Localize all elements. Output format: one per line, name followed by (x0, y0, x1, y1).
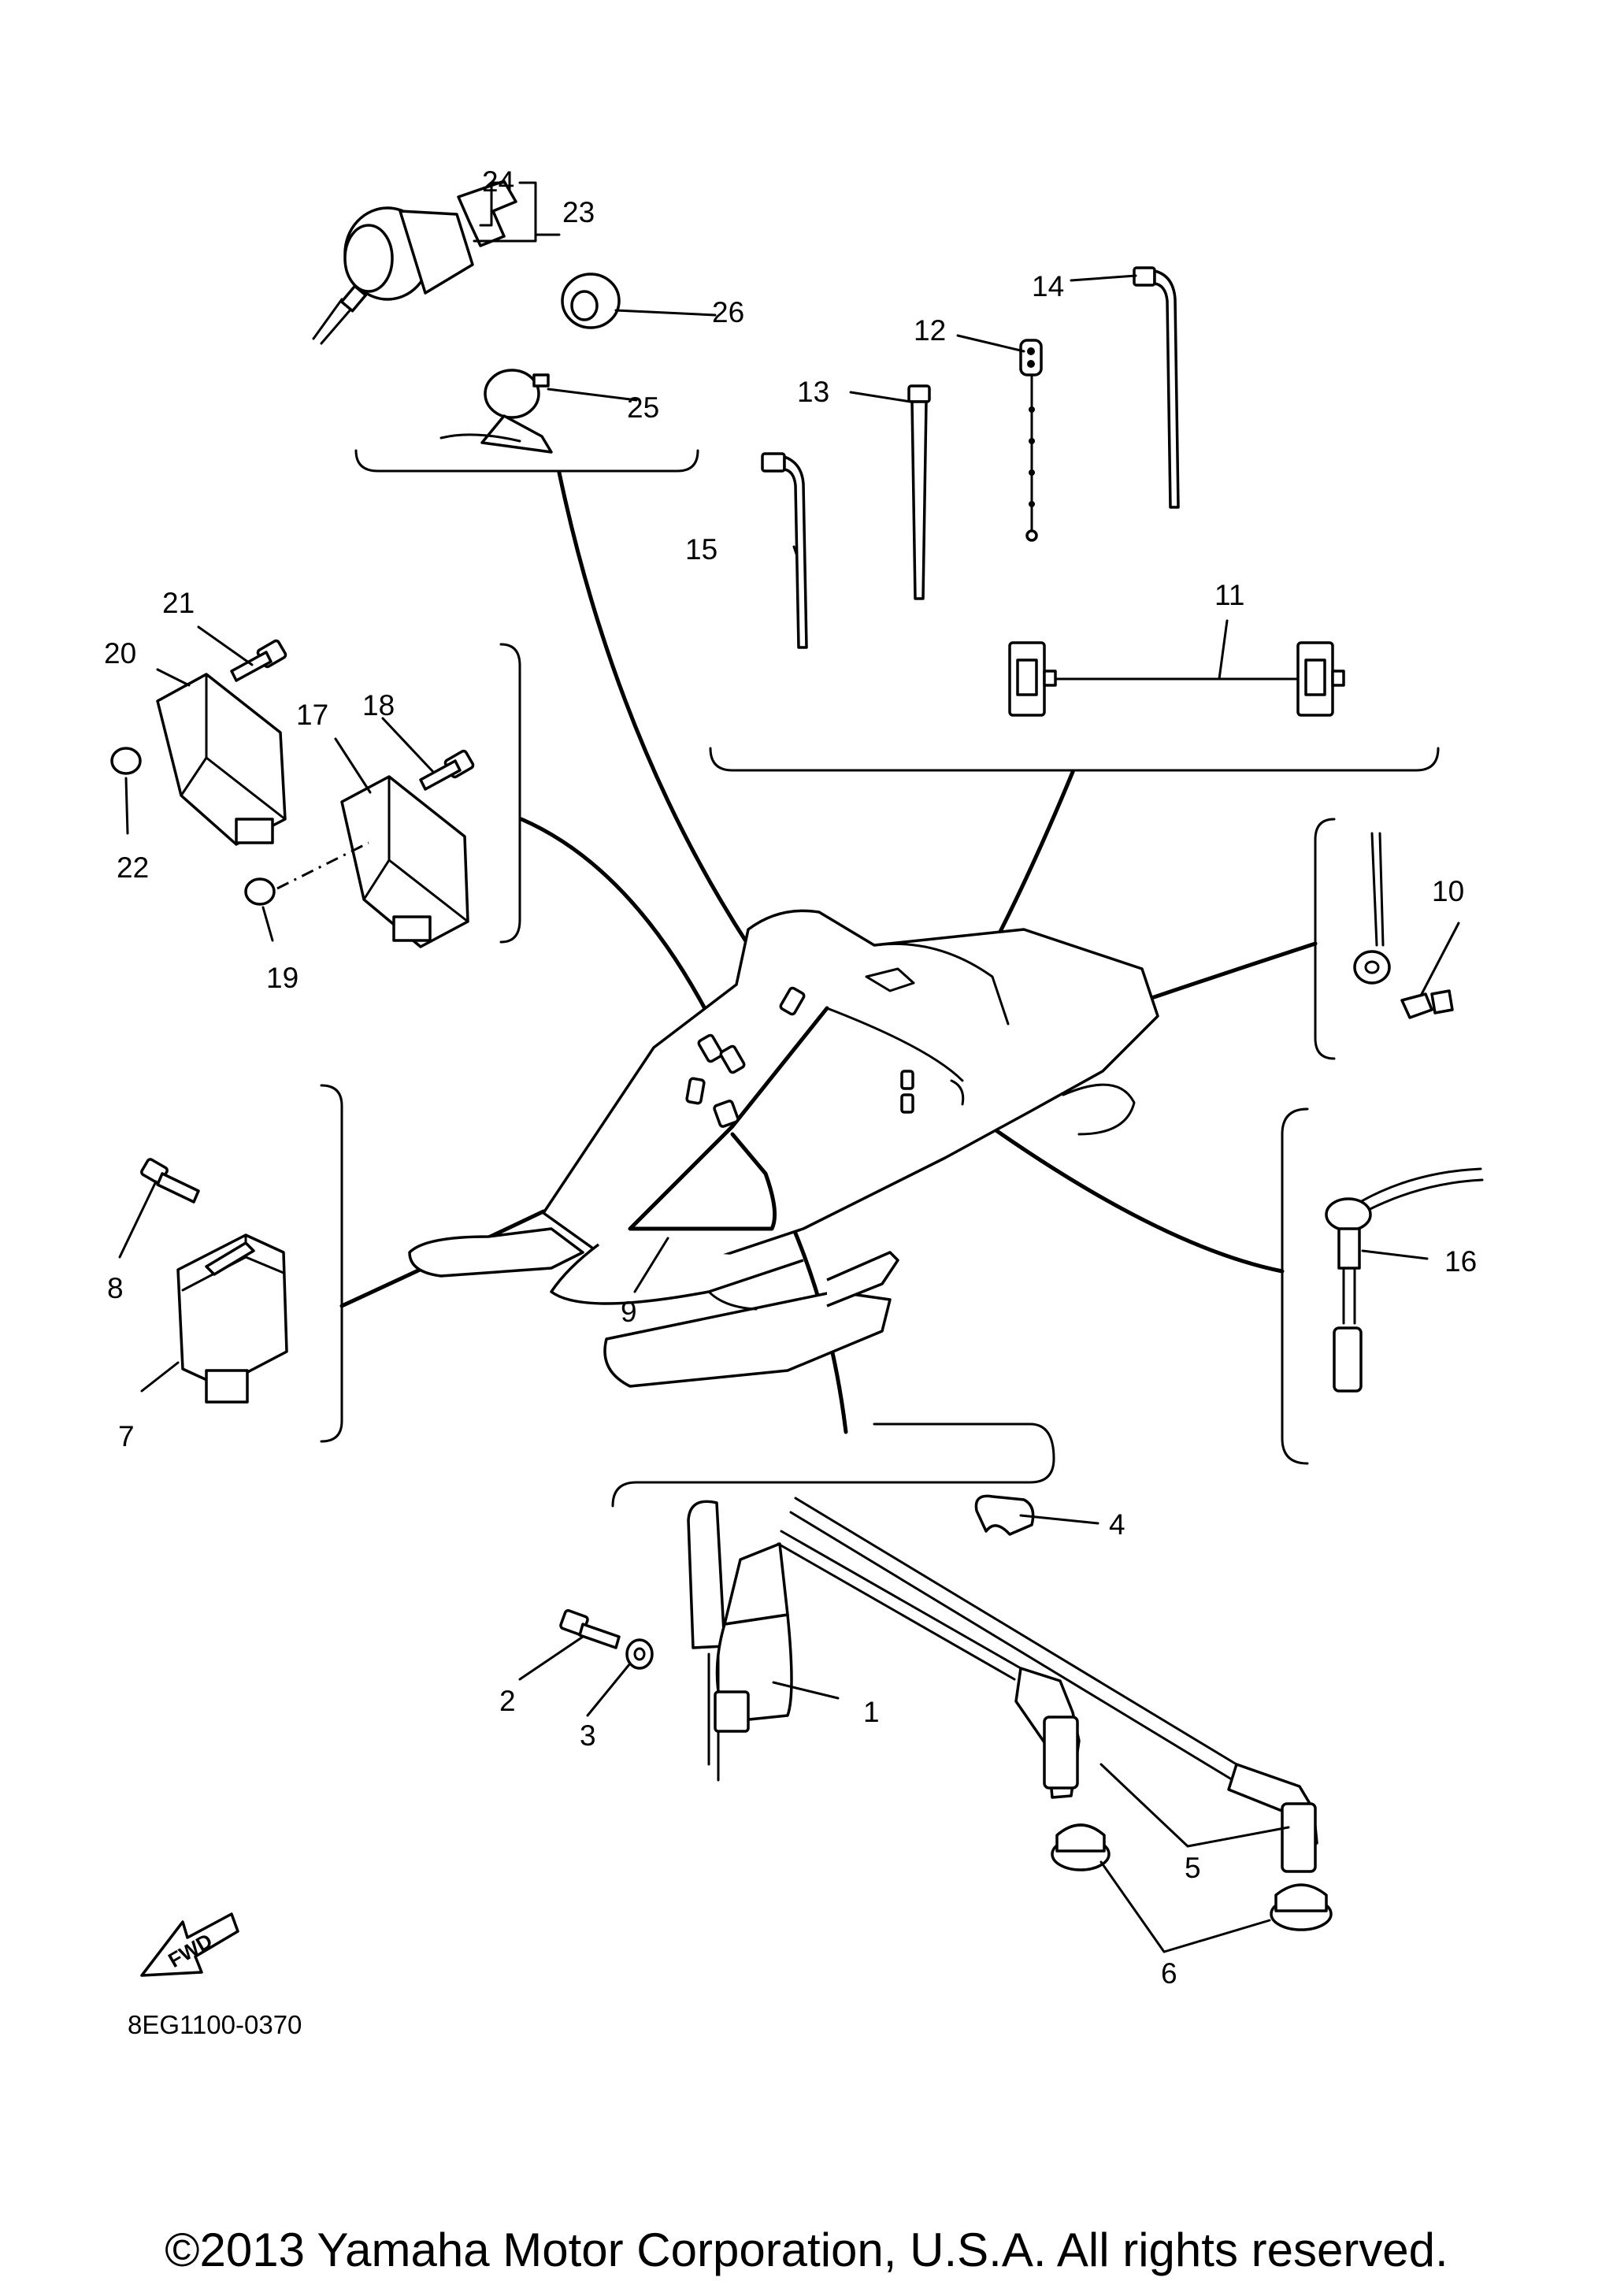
callout-1: 1 (863, 1696, 880, 1728)
callout-11: 11 (1214, 579, 1244, 611)
relay-part (176, 1233, 288, 1404)
ignition-coil-part (687, 1500, 793, 1782)
callout-25: 25 (627, 391, 659, 424)
callout-6: 6 (1161, 1957, 1177, 1990)
callout-12: 12 (914, 314, 946, 347)
group-bracket-cdi-units (499, 643, 521, 944)
switch-collar-part (561, 273, 621, 329)
callout-15: 15 (685, 533, 718, 566)
group-bracket-ground-lead (1314, 818, 1336, 1060)
callout-21: 21 (162, 587, 195, 619)
switch-knob-part (439, 369, 553, 454)
group-bracket-cable-ties (709, 747, 1440, 772)
sensor-part (1325, 1167, 1484, 1393)
drawing-code: 8EG1100-0370 (128, 2010, 302, 2039)
clamp-part (1019, 339, 1043, 542)
group-bracket-ignition-coil (611, 1457, 1055, 1508)
callout-4: 4 (1109, 1508, 1125, 1541)
callout-labels: 24 23 26 25 14 12 13 15 11 21 20 18 17 2… (104, 165, 1477, 1990)
plug-cap-part-5 (777, 1497, 1318, 1873)
callout-19: 19 (266, 962, 298, 994)
callout-10: 10 (1432, 875, 1464, 907)
plug-cap-cover-part-6 (1051, 1823, 1333, 1931)
group-bracket-sensor (1281, 1107, 1309, 1465)
ground-lead-part (1353, 832, 1454, 1019)
cdi-unit-part-20 (156, 673, 287, 846)
callout-16: 16 (1444, 1245, 1477, 1278)
nut-part-19 (244, 877, 276, 906)
key-part (457, 180, 517, 247)
group-bracket-ignition-switch (354, 449, 699, 473)
group-bracket-relay (320, 1084, 343, 1443)
callout-leaders (118, 181, 1460, 1953)
cable-tie-part-15 (761, 452, 808, 649)
callout-22: 22 (117, 851, 149, 884)
callout-24: 24 (482, 165, 514, 198)
callout-9: 9 (621, 1296, 637, 1328)
washer-part-3 (625, 1638, 654, 1670)
cable-tie-part-14 (1133, 266, 1180, 509)
copyright-notice: ©2013 Yamaha Motor Corporation, U.S.A. A… (165, 2224, 1448, 2276)
bolt-part-2 (559, 1608, 621, 1649)
chassis-illustration (408, 909, 1159, 1388)
bolt-part-8 (140, 1158, 200, 1204)
callout-3: 3 (580, 1719, 596, 1752)
connector-lead-part (1008, 641, 1345, 717)
callout-26: 26 (712, 296, 744, 328)
callout-7: 7 (118, 1420, 135, 1452)
callout-17: 17 (296, 699, 328, 731)
callout-5: 5 (1185, 1852, 1201, 1884)
forward-direction-arrow[interactable]: FWD (140, 1912, 239, 1977)
cdi-unit-part-17 (340, 775, 469, 948)
callout-2: 2 (499, 1685, 516, 1717)
cable-tie-part-13 (907, 384, 931, 600)
callout-20: 20 (104, 637, 136, 670)
callout-18: 18 (362, 689, 395, 721)
callout-8: 8 (107, 1272, 124, 1304)
callout-23: 23 (562, 196, 595, 228)
bolt-part-18 (419, 749, 475, 791)
callout-14: 14 (1032, 270, 1064, 302)
bolt-part-21 (230, 639, 287, 682)
clamp-part-4 (974, 1494, 1035, 1536)
nut-part-22 (110, 747, 142, 775)
main-switch-part (312, 206, 474, 345)
callout-13: 13 (797, 376, 829, 408)
